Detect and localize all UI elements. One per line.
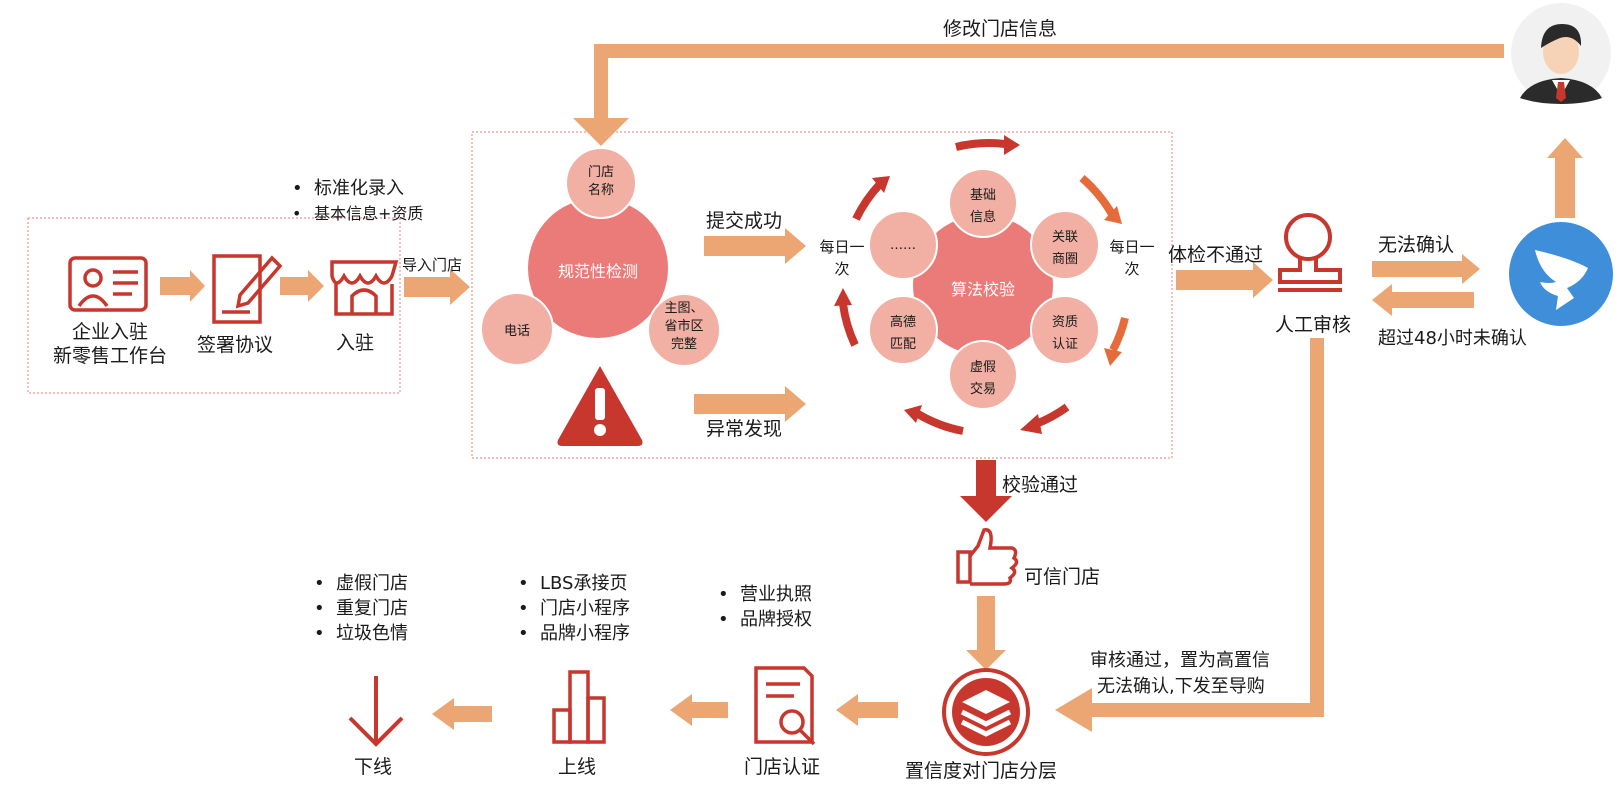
feedback-arrow: [594, 44, 1504, 120]
arrow-icon: [1372, 254, 1480, 284]
arrow-icon: [1055, 688, 1092, 732]
layering-label: 置信度对门店分层: [905, 760, 1058, 782]
arrow-icon: [966, 596, 1006, 670]
arrow-icon: [1372, 284, 1474, 316]
bullet-item: 虚假门店: [314, 571, 408, 596]
petal-store-name: 门店 名称: [587, 165, 614, 198]
arrow-icon: [1176, 262, 1273, 298]
manual-review-label: 人工审核: [1275, 314, 1352, 336]
petal-main-image: 主图、 省市区 完整: [664, 301, 704, 352]
bullet-item: 门店小程序: [518, 596, 630, 621]
algo-check-hub: [913, 215, 1053, 355]
norm-check-hub: [528, 198, 668, 338]
modify-info-label: 修改门店信息: [943, 18, 1058, 40]
arrow-icon: [573, 118, 629, 146]
algo-petal: [868, 295, 938, 365]
bullet-item: 品牌授权: [718, 607, 812, 632]
petal-business-district: 关联 商圈: [1051, 230, 1078, 267]
norm-check-title: 规范性检测: [557, 262, 638, 281]
arrow-icon: [280, 270, 324, 302]
petal-fake-trade: 虚假 交易: [969, 360, 996, 397]
down-arrow-icon: [348, 676, 404, 747]
bullet-item: 垃圾色情: [314, 621, 408, 646]
onboarding-label: 企业入驻 新零售工作台: [52, 321, 167, 367]
cert-bullets: 营业执照 品牌授权: [718, 582, 812, 632]
entry-bullets: 标准化录入 基本信息+资质: [292, 176, 423, 226]
petal-basic-info: 基础 信息: [969, 188, 996, 225]
cycle-arrows: [834, 135, 1129, 435]
norm-petal: [480, 292, 554, 366]
check-passed-label: 校验通过: [1002, 474, 1079, 496]
online-label: 上线: [558, 756, 597, 778]
sign-contract-label: 签署协议: [197, 334, 274, 356]
bullet-item: 基本信息+资质: [292, 201, 423, 226]
algo-petal: [1030, 295, 1100, 365]
audit-arrow: [1090, 338, 1324, 717]
import-store-label: 导入门店: [402, 256, 463, 274]
document-search-icon: [754, 666, 816, 746]
norm-petal: [647, 293, 721, 367]
algo-petal: [948, 340, 1018, 410]
submit-success-label: 提交成功: [706, 210, 783, 232]
layered-stack-icon: [942, 668, 1030, 756]
bar-chart-icon: [552, 670, 606, 744]
arrow-icon: [160, 270, 205, 302]
algo-petal: [868, 210, 938, 280]
arrow-icon: [670, 694, 728, 726]
person-avatar-icon: [1511, 3, 1611, 104]
warning-icon: [557, 366, 643, 446]
store-icon: [330, 260, 399, 316]
onboarding-box: [27, 217, 401, 394]
bullet-item: 营业执照: [718, 582, 812, 607]
arrow-icon: [404, 269, 470, 305]
daily-right-label: 每日一 次: [1109, 238, 1155, 278]
algo-petal: [948, 168, 1018, 238]
arrow-icon: [960, 460, 1012, 522]
store-cert-label: 门店认证: [744, 756, 821, 778]
petal-qualification: 资质 认证: [1051, 315, 1078, 352]
audit-passed-line1: 审核通过，置为高置信: [1090, 650, 1270, 671]
norm-petal: [565, 147, 637, 219]
over-48h-label: 超过48小时未确认: [1378, 328, 1527, 349]
bullet-item: 重复门店: [314, 596, 408, 621]
arrow-icon: [704, 228, 806, 264]
trusted-store-label: 可信门店: [1024, 566, 1101, 588]
bullet-item: 标准化录入: [292, 176, 423, 201]
algo-check-title: 算法校验: [950, 280, 1015, 299]
daily-left-label: 每日一 次: [819, 238, 865, 278]
audit-passed-line2: 无法确认,下发至导购: [1097, 676, 1265, 697]
check-region-box: [471, 131, 1173, 459]
petal-amap-match: 高德 匹配: [889, 315, 916, 352]
arrow-icon: [836, 694, 898, 726]
anomaly-label: 异常发现: [706, 418, 783, 440]
id-card-icon: [68, 256, 148, 312]
arrow-icon: [694, 386, 806, 422]
petal-phone: 电话: [503, 324, 530, 339]
arrow-icon: [432, 698, 492, 730]
thumbs-up-icon: [956, 528, 1019, 586]
store-label: 入驻: [336, 332, 375, 354]
offline-bullets: 虚假门店 重复门店 垃圾色情: [314, 571, 408, 646]
check-failed-label: 体检不通过: [1168, 244, 1264, 266]
sign-contract-icon: [212, 254, 283, 324]
online-bullets: LBS承接页 门店小程序 品牌小程序: [518, 571, 630, 646]
cannot-confirm-label: 无法确认: [1378, 234, 1455, 256]
bullet-item: 品牌小程序: [518, 621, 630, 646]
dingtalk-icon: [1509, 222, 1613, 326]
algo-petal: [1030, 210, 1100, 280]
petal-more: ……: [890, 238, 916, 253]
bullet-item: LBS承接页: [518, 571, 630, 596]
offline-label: 下线: [354, 756, 393, 778]
arrow-icon: [1547, 138, 1583, 218]
stamp-icon: [1278, 213, 1342, 292]
